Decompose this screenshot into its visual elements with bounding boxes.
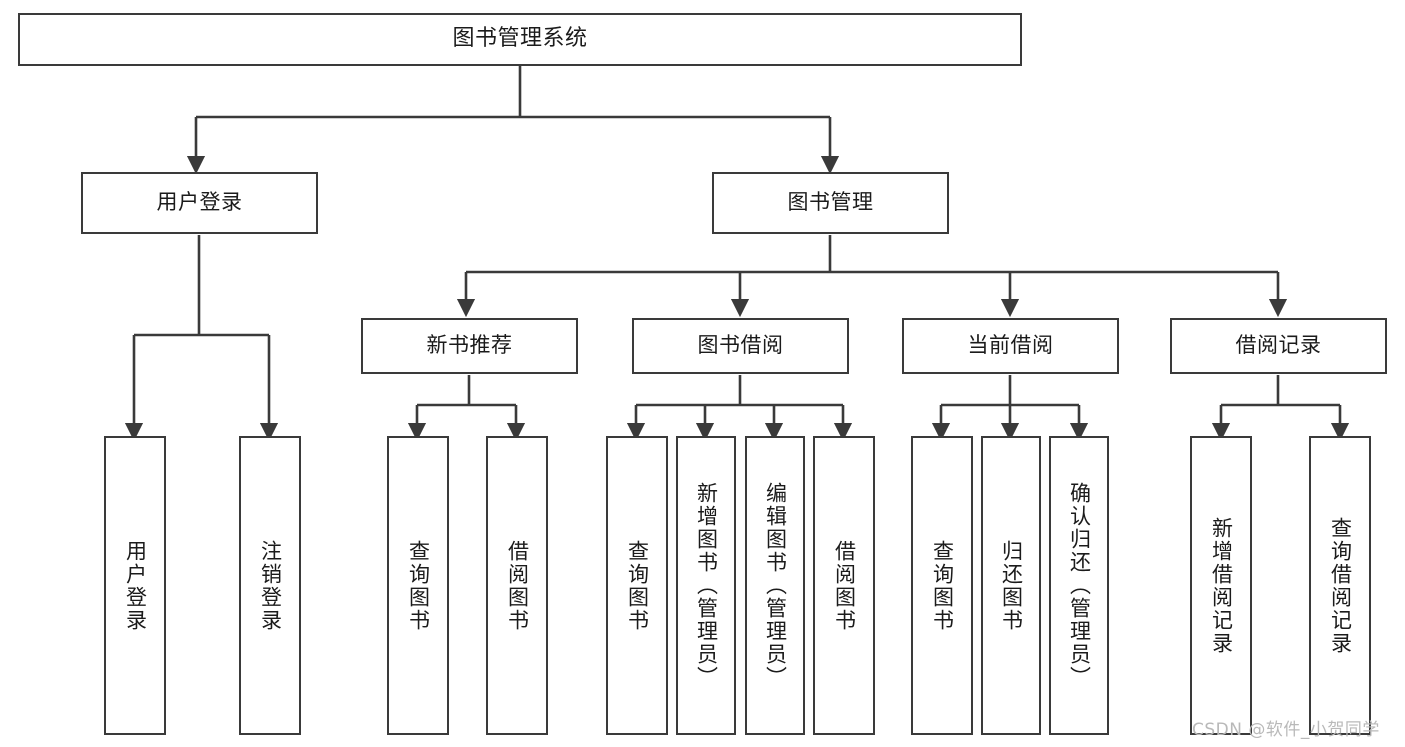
node-label: 新增借阅记录 (1209, 516, 1234, 655)
node-label: 借阅图书 (832, 539, 857, 632)
leaf-add-book[interactable]: 新增图书（管理员） (676, 436, 736, 735)
node-book-borrow[interactable]: 图书借阅 (632, 318, 849, 374)
node-root-system[interactable]: 图书管理系统 (18, 13, 1022, 66)
node-label: 新增图书（管理员） (694, 482, 719, 689)
node-current-borrow[interactable]: 当前借阅 (902, 318, 1119, 374)
node-new-book-recommend[interactable]: 新书推荐 (361, 318, 578, 374)
node-user-login[interactable]: 用户登录 (81, 172, 318, 234)
node-borrow-record[interactable]: 借阅记录 (1170, 318, 1387, 374)
leaf-query-book-recommend[interactable]: 查询图书 (387, 436, 449, 735)
leaf-borrow-book-recommend[interactable]: 借阅图书 (486, 436, 548, 735)
node-book-manage[interactable]: 图书管理 (712, 172, 949, 234)
node-label: 图书管理 (787, 190, 874, 215)
leaf-borrow-book-borrow[interactable]: 借阅图书 (813, 436, 875, 735)
leaf-logout-login[interactable]: 注销登录 (239, 436, 301, 735)
node-label: 借阅记录 (1235, 333, 1322, 358)
node-label: 用户登录 (156, 190, 243, 215)
leaf-query-book-borrow[interactable]: 查询图书 (606, 436, 668, 735)
node-label: 借阅图书 (505, 539, 530, 632)
leaf-query-book-current[interactable]: 查询图书 (911, 436, 973, 735)
node-label: 图书借阅 (697, 333, 784, 358)
leaf-return-book[interactable]: 归还图书 (981, 436, 1041, 735)
node-label: 查询图书 (625, 539, 650, 632)
node-label: 查询图书 (406, 539, 431, 632)
node-label: 注销登录 (258, 539, 283, 632)
node-label: 新书推荐 (426, 333, 513, 358)
node-label: 查询借阅记录 (1328, 516, 1353, 655)
node-label: 图书管理系统 (452, 26, 588, 52)
leaf-add-borrow-record[interactable]: 新增借阅记录 (1190, 436, 1252, 735)
node-label: 确认归还（管理员） (1067, 482, 1092, 689)
node-label: 编辑图书（管理员） (763, 482, 788, 689)
node-label: 归还图书 (999, 539, 1024, 632)
node-label: 用户登录 (123, 539, 148, 632)
node-label: 当前借阅 (967, 333, 1054, 358)
csdn-watermark: CSDN @软件_小贺同学 (1192, 720, 1380, 740)
leaf-query-borrow-record[interactable]: 查询借阅记录 (1309, 436, 1371, 735)
node-label: 查询图书 (930, 539, 955, 632)
leaf-edit-book[interactable]: 编辑图书（管理员） (745, 436, 805, 735)
leaf-user-login[interactable]: 用户登录 (104, 436, 166, 735)
leaf-confirm-return[interactable]: 确认归还（管理员） (1049, 436, 1109, 735)
